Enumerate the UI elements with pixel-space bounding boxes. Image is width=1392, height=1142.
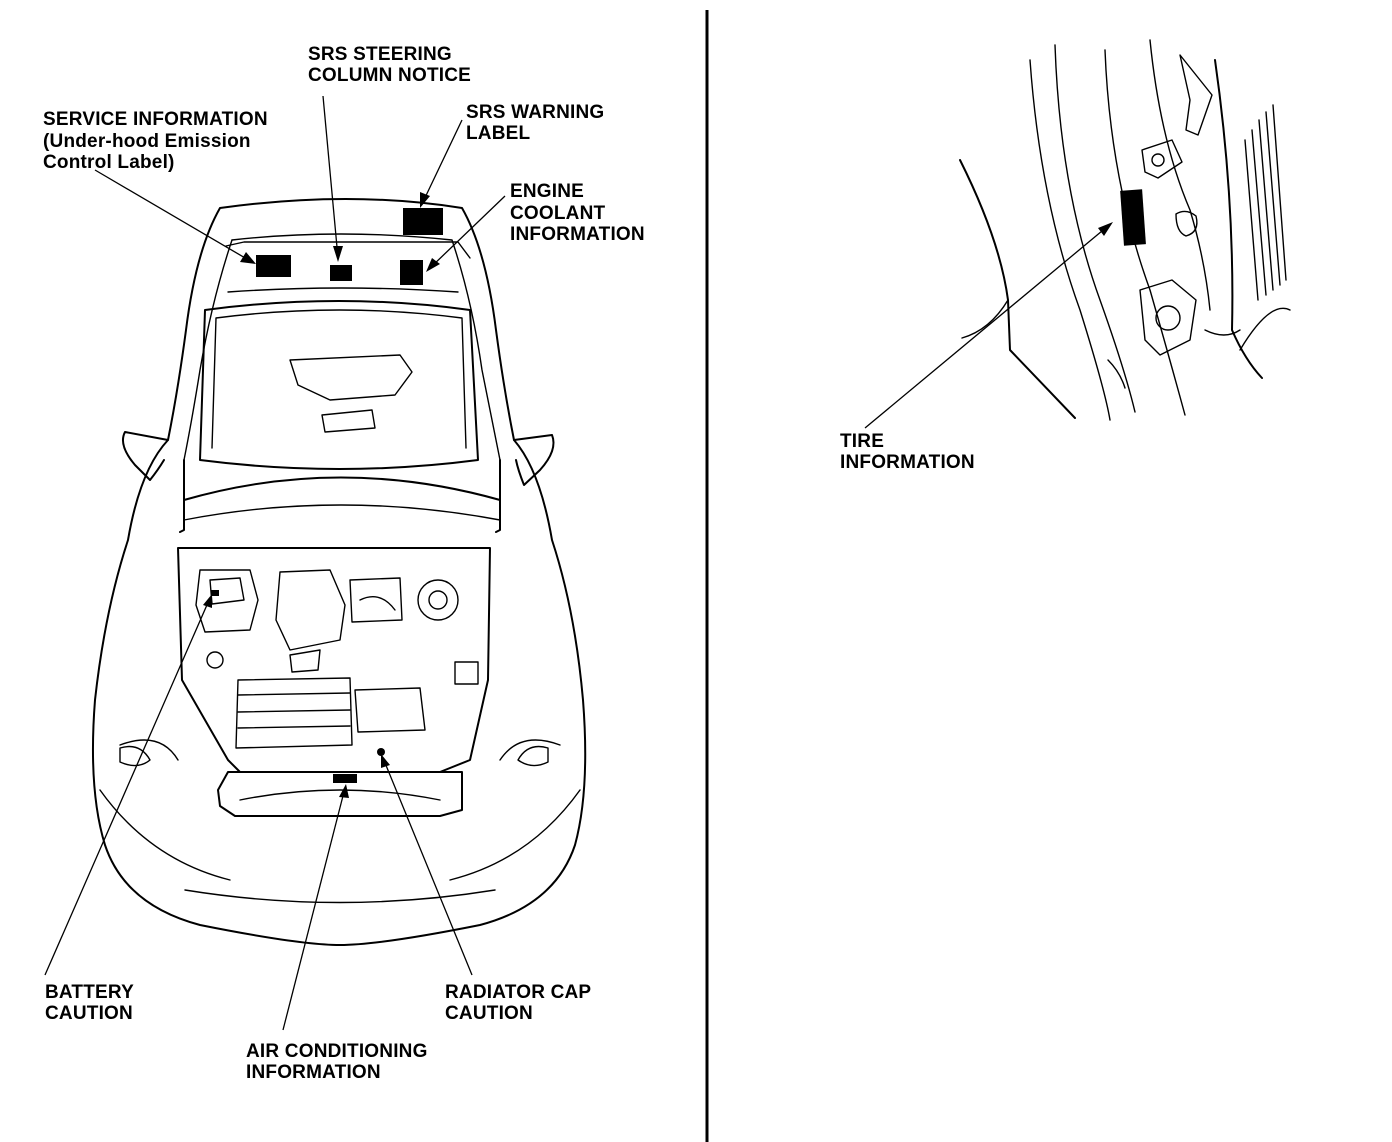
radiator-cap-caution-label: RADIATOR CAP CAUTION [445,982,596,1024]
label-block-battery [211,590,219,596]
service-info-label: SERVICE INFORMATION (Under-hood Emission… [43,109,273,173]
label-block-service-info [256,255,291,277]
label-block-engine-coolant [400,260,423,285]
engine-coolant-label: ENGINE COOLANT INFORMATION [510,181,645,245]
car-top-view-drawing [91,198,587,946]
srs-warning-label: SRS WARNING LABEL [466,102,610,144]
label-block-air-conditioning [333,774,357,783]
left-leader-lines [44,95,506,1031]
srs-steering-label: SRS STEERING COLUMN NOTICE [308,44,471,86]
label-block-radiator-cap [377,748,385,756]
air-conditioning-label: AIR CONDITIONING INFORMATION [246,1041,433,1083]
door-jamb-drawing [959,39,1291,421]
battery-caution-label: BATTERY CAUTION [45,982,139,1024]
label-block-tire-info [1120,189,1146,246]
label-block-srs-steering [330,265,352,281]
tire-leader-line [864,225,1109,429]
label-block-srs-warning [403,208,443,235]
tire-information-label: TIRE INFORMATION [840,431,975,473]
